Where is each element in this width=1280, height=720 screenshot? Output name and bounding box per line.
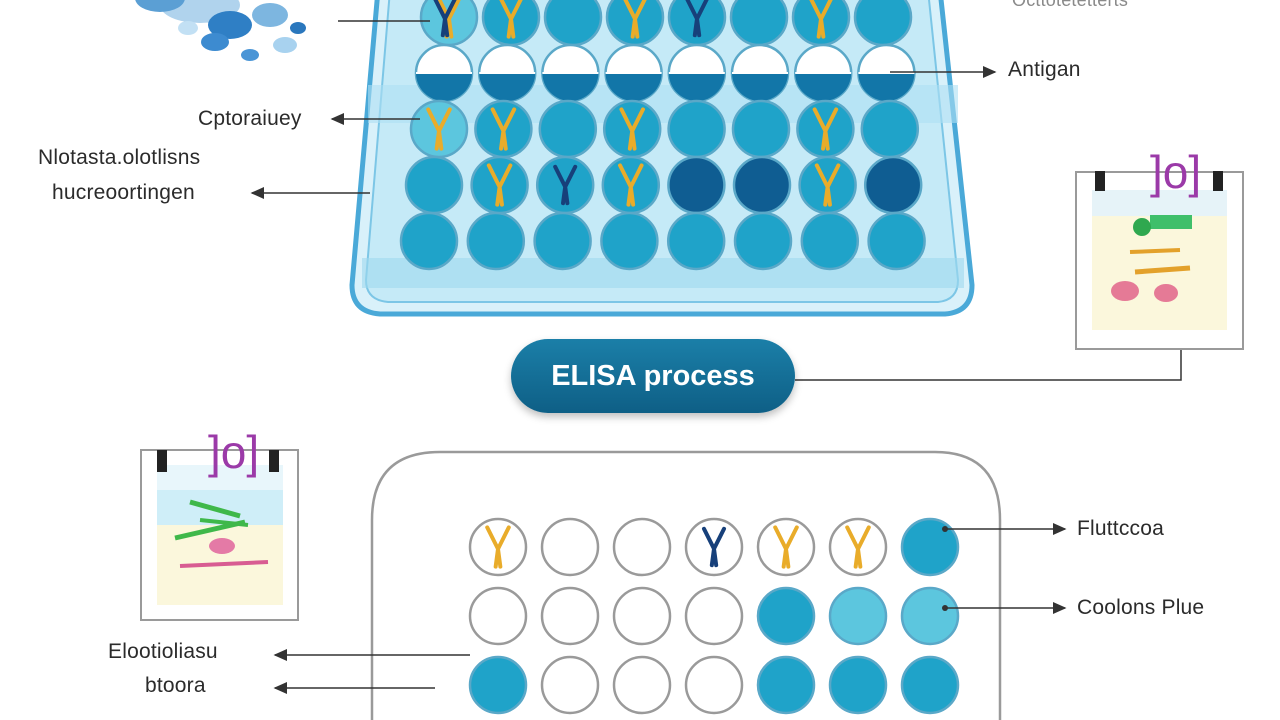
antibody-icon	[812, 107, 839, 151]
well	[867, 211, 926, 271]
antibody-icon	[426, 107, 452, 151]
top-right-label: Octtotetetterts	[1012, 0, 1129, 10]
well	[756, 655, 816, 715]
antigen-label: Antigan	[1008, 58, 1081, 81]
well	[605, 0, 665, 47]
antibody-icon	[809, 0, 833, 39]
well	[666, 211, 726, 271]
well	[481, 0, 541, 47]
antibody-icon	[499, 0, 523, 39]
well	[667, 99, 726, 159]
antibody-icon	[485, 525, 511, 569]
fluorescence-label: Fluttccoa	[1077, 517, 1164, 540]
well	[535, 155, 595, 215]
well	[828, 517, 888, 577]
well	[828, 655, 888, 715]
antibody-icon	[486, 163, 513, 207]
well	[731, 99, 791, 159]
antibody-icon	[845, 525, 871, 569]
well	[399, 211, 459, 271]
well	[538, 99, 598, 159]
well	[612, 517, 672, 577]
well	[900, 586, 960, 646]
well	[543, 0, 603, 47]
antibody-icon	[553, 164, 578, 206]
well	[684, 586, 744, 646]
well	[756, 517, 816, 577]
well	[468, 655, 528, 715]
well	[800, 211, 860, 271]
well	[667, 155, 726, 215]
well	[468, 517, 528, 577]
well	[409, 99, 469, 159]
bottom-plate	[370, 450, 1002, 720]
well	[466, 211, 526, 271]
well	[602, 99, 662, 159]
well	[540, 586, 600, 646]
antibody-icon	[623, 0, 647, 39]
cell-cluster	[135, 0, 306, 61]
well	[474, 99, 533, 159]
top-plate	[349, 0, 975, 317]
bottom-left-label-2: btoora	[145, 674, 206, 697]
antibody-icon	[433, 0, 457, 38]
well	[857, 43, 916, 103]
well	[540, 655, 600, 715]
well	[541, 43, 600, 103]
left-label-line2: hucreoortingen	[52, 181, 195, 204]
well	[612, 655, 672, 715]
well	[791, 0, 851, 47]
well	[612, 586, 672, 646]
left-label-line1: Nlotasta.olotlisns	[38, 146, 201, 169]
well	[733, 211, 793, 271]
well	[798, 155, 857, 215]
well	[601, 155, 661, 215]
well	[863, 155, 923, 215]
well	[729, 0, 789, 47]
well	[828, 586, 888, 646]
well	[604, 43, 663, 103]
antibody-icon	[490, 107, 517, 151]
well	[756, 586, 816, 646]
antibody-icon	[773, 525, 799, 569]
well	[796, 99, 855, 159]
well	[900, 655, 960, 715]
well	[533, 211, 592, 271]
well	[900, 517, 960, 577]
well	[667, 43, 727, 103]
antibody-icon	[814, 163, 841, 207]
assay-card-left	[140, 449, 299, 621]
well	[600, 211, 659, 271]
bottom-left-label-1: Elootioliasu	[108, 640, 218, 663]
well	[732, 155, 792, 215]
well	[540, 517, 600, 577]
well	[793, 43, 853, 103]
well	[853, 0, 913, 47]
well	[684, 655, 744, 715]
antibody-icon	[619, 107, 645, 151]
well	[468, 586, 528, 646]
well	[684, 517, 744, 577]
well	[730, 43, 790, 103]
well	[860, 99, 920, 159]
assay-card-right	[1075, 171, 1244, 350]
left-card-mark: ]o]	[208, 426, 259, 478]
well	[470, 155, 529, 215]
cytotoxicity-label: Cptoraiuey	[198, 107, 302, 130]
well	[667, 0, 727, 47]
well	[477, 43, 537, 103]
well	[414, 43, 474, 103]
well	[419, 0, 479, 47]
colors-plue-label: Coolons Plue	[1077, 596, 1205, 619]
antibody-icon	[701, 526, 727, 568]
right-card-mark: ]o]	[1150, 146, 1201, 198]
title-pill: ELISA process	[511, 339, 795, 413]
antibody-icon	[685, 0, 709, 38]
well	[404, 155, 464, 215]
antibody-icon	[618, 163, 644, 207]
